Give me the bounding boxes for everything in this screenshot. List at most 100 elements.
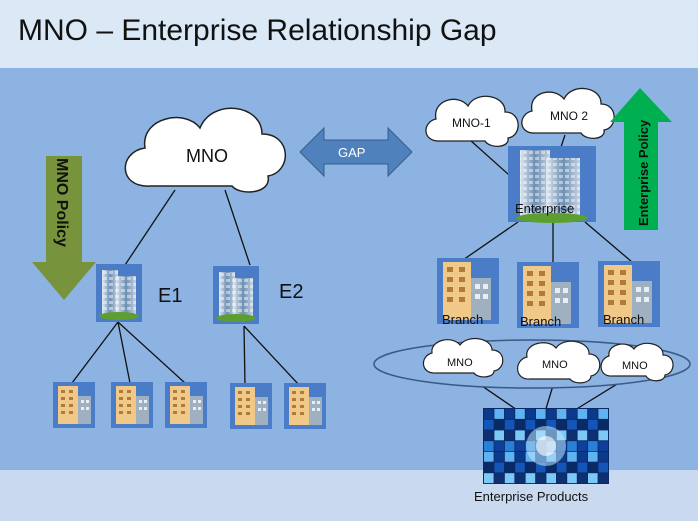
mosaic-tile	[588, 473, 598, 484]
mosaic-tile	[515, 462, 525, 473]
mosaic-tile	[598, 441, 608, 451]
mosaic-tile	[577, 462, 588, 473]
mosaic-tile	[567, 451, 577, 462]
mosaic-tile	[546, 419, 556, 430]
mosaic-tile	[494, 462, 504, 473]
mosaic-tile	[494, 430, 504, 441]
e2-label: E2	[279, 281, 303, 303]
branch-mno-1-label: MNO	[447, 357, 473, 369]
mosaic-tile	[484, 409, 494, 419]
mosaic-tile	[598, 430, 608, 441]
mosaic-tile	[567, 409, 577, 419]
branch-3-label: Branch	[603, 312, 644, 327]
branch-mno-3-label: MNO	[622, 360, 648, 372]
mosaic-tile	[577, 430, 588, 441]
mosaic-tile	[577, 409, 588, 419]
branch-2-label: Branch	[520, 314, 561, 329]
mosaic-tile	[525, 419, 536, 430]
mno-policy-arrow: MNO Policy	[32, 156, 96, 300]
mosaic-tile	[588, 430, 598, 441]
enterprise-label: Enterprise	[515, 201, 574, 216]
mno-1-cloud: MNO-1	[425, 95, 519, 147]
mosaic-tile	[536, 462, 546, 473]
branch-1-label: Branch	[442, 312, 483, 327]
mosaic-tile	[588, 419, 598, 430]
mosaic-tile	[577, 419, 588, 430]
mosaic-tile	[598, 419, 608, 430]
enterprise-e2: E2	[213, 266, 303, 324]
mosaic-tile	[504, 441, 515, 451]
mosaic-tile	[515, 409, 525, 419]
enterprise-policy-label: Enterprise Policy	[636, 119, 651, 226]
mosaic-tile	[515, 430, 525, 441]
mosaic-tile	[546, 462, 556, 473]
mno-2-cloud: MNO 2	[521, 87, 615, 139]
mosaic-tile	[504, 419, 515, 430]
mosaic-tile	[577, 441, 588, 451]
title-bar: MNO – Enterprise Relationship Gap	[0, 0, 698, 68]
building-icon	[111, 382, 153, 428]
mosaic-tile	[515, 441, 525, 451]
mosaic-tile	[504, 462, 515, 473]
mosaic-tile	[588, 441, 598, 451]
left-branch-buildings	[53, 382, 326, 429]
mosaic-tile	[525, 462, 536, 473]
mosaic-tile	[515, 473, 525, 484]
mosaic-tile	[546, 409, 556, 419]
mosaic-tile	[515, 419, 525, 430]
mosaic-tile	[525, 409, 536, 419]
branch-mno-2-label: MNO	[542, 359, 568, 371]
mosaic-tile	[556, 409, 567, 419]
enterprise-products-image	[483, 408, 609, 484]
mosaic-tile	[577, 451, 588, 462]
mosaic-tile	[484, 451, 494, 462]
mosaic-tile	[494, 451, 504, 462]
enterprise-e1: E1	[96, 264, 182, 322]
mosaic-tile	[556, 462, 567, 473]
mosaic-tile	[494, 473, 504, 484]
branch-mno-group: MNO MNO MNO	[373, 337, 691, 389]
mosaic-tile	[556, 473, 567, 484]
mno-2-label: MNO 2	[550, 109, 588, 123]
slide-title: MNO – Enterprise Relationship Gap	[18, 14, 497, 47]
mosaic-tile	[598, 451, 608, 462]
mosaic-tile	[504, 430, 515, 441]
e1-label: E1	[158, 285, 182, 307]
mosaic-tile	[567, 441, 577, 451]
mosaic-tile	[536, 473, 546, 484]
branch-2: Branch	[517, 262, 579, 329]
mosaic-tile	[556, 419, 567, 430]
mosaic-tile	[484, 430, 494, 441]
mno-cloud: MNO	[124, 107, 286, 193]
mosaic-tile	[567, 473, 577, 484]
mosaic-tile	[588, 451, 598, 462]
mosaic-tile	[515, 451, 525, 462]
mosaic-tile	[494, 419, 504, 430]
mosaic-tile	[484, 419, 494, 430]
mosaic-tile	[484, 473, 494, 484]
mosaic-tile	[536, 409, 546, 419]
mosaic-tile	[567, 419, 577, 430]
building-icon	[230, 383, 272, 429]
mno-1-label: MNO-1	[452, 116, 491, 130]
mosaic-tile	[504, 451, 515, 462]
mosaic-tile	[577, 473, 588, 484]
mosaic-tile	[504, 409, 515, 419]
enterprise-policy-arrow: Enterprise Policy	[610, 88, 672, 230]
enterprise-products-label: Enterprise Products	[474, 489, 589, 504]
gap-label: GAP	[338, 145, 365, 160]
enterprise-hq: Enterprise	[508, 146, 596, 223]
mosaic-tile	[588, 462, 598, 473]
building-icon	[165, 382, 207, 428]
mosaic-tile	[484, 441, 494, 451]
mosaic-tile	[598, 473, 608, 484]
mosaic-tile	[598, 409, 608, 419]
mno-cloud-label: MNO	[186, 146, 228, 166]
mosaic-tile	[525, 473, 536, 484]
mosaic-tile	[546, 473, 556, 484]
branch-1: Branch	[437, 258, 499, 327]
left-connectors	[71, 189, 301, 387]
mno-policy-label: MNO Policy	[53, 158, 70, 247]
mosaic-tile	[494, 441, 504, 451]
